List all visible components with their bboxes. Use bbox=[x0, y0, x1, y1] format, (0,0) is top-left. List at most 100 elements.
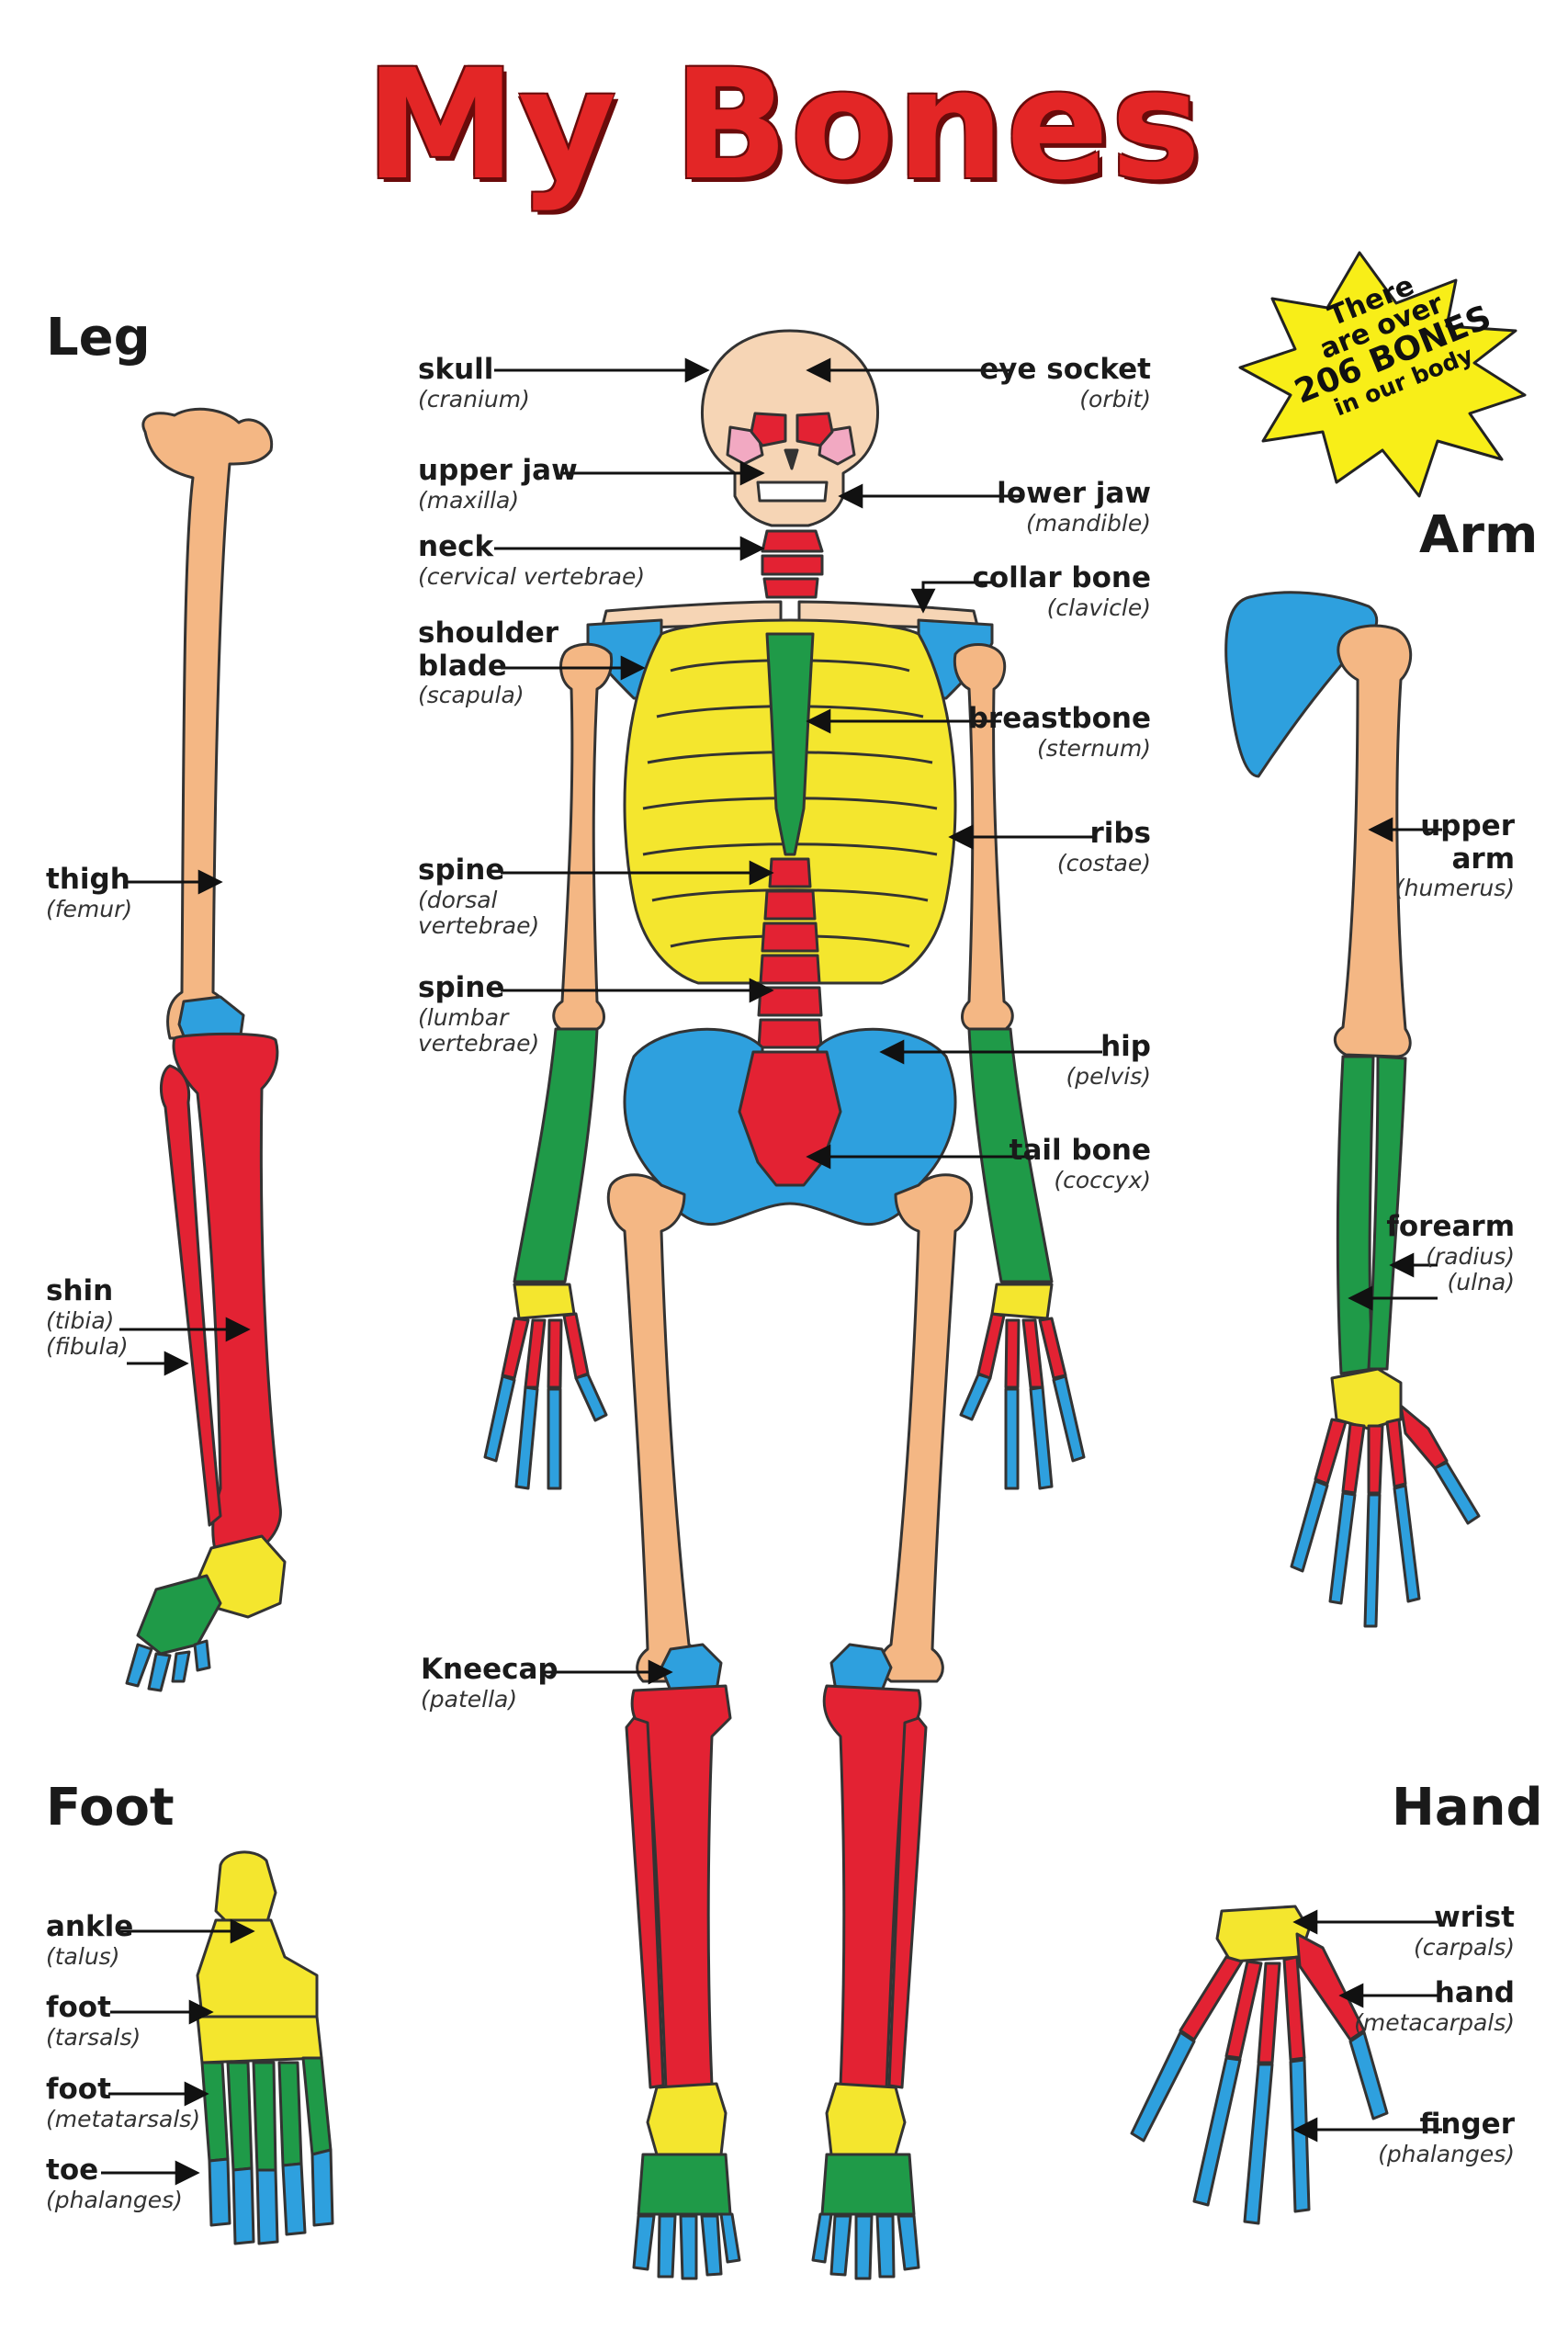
skeleton-rhand-meta-2 bbox=[1004, 1318, 1021, 1389]
arm-metacarpal-4 bbox=[1385, 1418, 1407, 1488]
arm-metacarpal-5 bbox=[1399, 1404, 1449, 1470]
skeleton-teeth bbox=[756, 481, 829, 503]
skeleton-rtoe-3 bbox=[854, 2214, 874, 2280]
label-skull: skull(cranium) bbox=[418, 353, 530, 413]
hand-finger-1 bbox=[1130, 2030, 1196, 2143]
label-forearm: forearm(radius)(ulna) bbox=[1386, 1210, 1515, 1296]
skeleton-rtoe-2 bbox=[829, 2214, 852, 2277]
label-kneecap: Kneecap(patella) bbox=[421, 1653, 558, 1713]
arm-carpals bbox=[1330, 1367, 1403, 1430]
leg-toe-2 bbox=[147, 1652, 172, 1692]
skeleton-lhand-finger-3 bbox=[547, 1387, 562, 1490]
skeleton-rtoe-1 bbox=[811, 2212, 833, 2264]
hand-finger-2 bbox=[1192, 2056, 1242, 2207]
skeleton-carpals-right bbox=[990, 1283, 1054, 1320]
leg-tibia bbox=[172, 1032, 282, 1556]
arm-illustration bbox=[1224, 591, 1481, 1628]
label-neck: neck(cervical vertebrae) bbox=[418, 530, 646, 590]
label-toe: toe(phalanges) bbox=[46, 2154, 183, 2213]
label-lower-jaw: lower jaw(mandible) bbox=[997, 477, 1151, 537]
foot-talus bbox=[214, 1850, 277, 1931]
pointer-collar-bone bbox=[910, 581, 992, 614]
skeleton-vertebra-6 bbox=[757, 1018, 823, 1049]
skeleton-sternum bbox=[765, 632, 815, 856]
skeleton-vertebra-4 bbox=[759, 954, 821, 985]
leg-toe-4 bbox=[193, 1639, 211, 1672]
skeleton-ltoe-3 bbox=[679, 2214, 698, 2280]
label-foot-tarsals: foot(tarsals) bbox=[46, 1991, 141, 2051]
skeleton-rtoe-5 bbox=[897, 2214, 920, 2271]
skeleton-metatarsals-left bbox=[637, 2153, 732, 2216]
skeleton-ltoe-5 bbox=[719, 2212, 741, 2264]
foot-toe-5 bbox=[310, 2148, 334, 2227]
arm-scapula bbox=[1224, 591, 1379, 778]
skeleton-rhand-meta-3 bbox=[1021, 1318, 1044, 1389]
hand-metacarpal-2 bbox=[1224, 1960, 1263, 2060]
foot-metatarsal-1 bbox=[200, 2061, 230, 2163]
label-eye-socket: eye socket(orbit) bbox=[979, 353, 1151, 413]
skeleton-vertebra-2 bbox=[763, 889, 817, 921]
label-hand: hand(metacarpals) bbox=[1354, 1976, 1515, 2036]
label-wrist: wrist(carpals) bbox=[1413, 1901, 1515, 1961]
label-collar-bone: collar bone(clavicle) bbox=[972, 561, 1151, 621]
skeleton-vertebra-3 bbox=[761, 922, 819, 953]
arm-ulna bbox=[1367, 1055, 1407, 1371]
skeleton-eye-left bbox=[750, 412, 787, 447]
skeleton-rtoe-4 bbox=[875, 2214, 896, 2278]
hand-carpals bbox=[1215, 1905, 1311, 1963]
full-skeleton bbox=[483, 329, 1086, 2280]
arm-radius bbox=[1336, 1055, 1375, 1375]
skeleton-rhand-finger-1 bbox=[959, 1373, 992, 1421]
section-leg: Leg bbox=[46, 308, 151, 368]
label-ribs: ribs(costae) bbox=[1056, 817, 1151, 876]
section-hand: Hand bbox=[1392, 1778, 1543, 1838]
foot-metatarsal-4 bbox=[277, 2061, 303, 2167]
arm-finger-5 bbox=[1433, 1461, 1481, 1525]
foot-toe-4 bbox=[281, 2162, 307, 2236]
foot-metatarsal-5 bbox=[301, 2056, 333, 2156]
skeleton-forearm-left bbox=[513, 1027, 599, 1283]
hand-illustration bbox=[1130, 1905, 1389, 2225]
arm-metacarpal-3 bbox=[1367, 1424, 1384, 1495]
label-hip: hip(pelvis) bbox=[1066, 1030, 1151, 1090]
page-title: My Bones bbox=[365, 37, 1203, 213]
skeleton-fibula-right bbox=[887, 1716, 928, 2089]
skeleton-ltoe-2 bbox=[657, 2214, 677, 2278]
skeleton-rhand-meta-4 bbox=[1038, 1317, 1067, 1380]
leg-illustration bbox=[125, 407, 287, 1692]
arm-metacarpal-2 bbox=[1341, 1422, 1366, 1495]
skeleton-lhand-finger-2 bbox=[514, 1385, 539, 1490]
label-finger: finger(phalanges) bbox=[1378, 2108, 1515, 2167]
hand-metacarpal-5 bbox=[1295, 1932, 1366, 2041]
starburst-badge bbox=[1238, 251, 1527, 498]
skeleton-humerus-left bbox=[552, 642, 614, 1031]
hand-metacarpal-3 bbox=[1257, 1962, 1281, 2064]
foot-toe-1 bbox=[208, 2157, 231, 2227]
foot-toe-3 bbox=[255, 2168, 279, 2245]
skeleton-nose bbox=[784, 448, 799, 470]
skeleton-lhand-finger-1 bbox=[483, 1374, 516, 1463]
leg-femur bbox=[141, 407, 274, 1040]
arm-finger-1 bbox=[1290, 1479, 1329, 1573]
skeleton-femur-left bbox=[606, 1173, 701, 1683]
skeleton-vertebra-1 bbox=[768, 857, 812, 888]
skeleton-rhand-finger-4 bbox=[1052, 1374, 1086, 1463]
skeleton-lhand-meta-2 bbox=[524, 1318, 547, 1389]
label-thigh: thigh(femur) bbox=[46, 863, 133, 922]
label-breastbone: breastbone(sternum) bbox=[967, 702, 1151, 762]
skeleton-vertebra-5 bbox=[757, 986, 823, 1017]
skeleton-rhand-finger-3 bbox=[1029, 1385, 1054, 1490]
pointer-lines bbox=[101, 357, 1442, 2186]
arm-finger-4 bbox=[1393, 1484, 1421, 1603]
leg-toe-1 bbox=[125, 1643, 153, 1688]
label-upper-jaw: upper jaw(maxilla) bbox=[418, 454, 578, 514]
foot-metatarsal-2 bbox=[226, 2061, 254, 2172]
foot-tarsals-lower bbox=[196, 2015, 323, 2064]
foot-toe-2 bbox=[231, 2166, 255, 2245]
section-foot: Foot bbox=[46, 1778, 175, 1838]
hand-finger-3 bbox=[1243, 2063, 1274, 2225]
skeleton-lhand-meta-1 bbox=[501, 1317, 530, 1380]
